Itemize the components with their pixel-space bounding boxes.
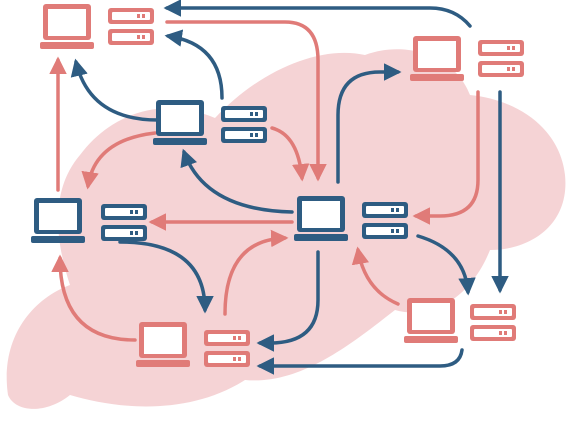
laptop-icon: [136, 322, 190, 367]
connections: [49, 0, 509, 375]
server-icon: [108, 8, 154, 45]
laptop-icon: [31, 198, 85, 243]
arrow-topright-to-topleft: [163, 0, 472, 28]
laptop-icon: [153, 100, 207, 145]
arrow-bottomcenter-to-center: [223, 229, 289, 316]
arrow-center-to-bottomcenter: [256, 250, 320, 352]
arrow-uppercenter-to-center: [270, 126, 310, 182]
arrow-bottomright-to-center: [351, 246, 400, 306]
arrow-center-to-bottomright: [416, 234, 476, 296]
laptop-icon: [40, 4, 94, 49]
arrow-uppercenter-to-midleft: [81, 131, 157, 190]
laptop-icon: [404, 298, 458, 343]
arrow-center-to-topright: [336, 63, 402, 184]
arrow-uppercenter-to-topleft-servers: [164, 29, 224, 100]
background-blob: [6, 49, 566, 409]
arrow-midleft-to-bottomcenter: [118, 240, 214, 314]
arrow-uppercenter-to-topleft: [70, 58, 160, 122]
arrow-topleft-to-center: [165, 20, 327, 182]
arrow-center-to-uppercenter: [180, 148, 294, 214]
arrow-bottomright-to-bottomcenter: [256, 348, 464, 375]
arrow-bottomcenter-to-midleft: [51, 254, 137, 342]
node-top-left: [40, 4, 154, 49]
laptop-icon: [410, 36, 464, 81]
node-bottom-right: [404, 298, 516, 343]
node-top-right: [410, 36, 524, 81]
laptop-icon: [294, 196, 348, 241]
server-icon: [470, 304, 516, 341]
server-icon: [478, 40, 524, 77]
arrow-topright-to-center: [412, 90, 480, 225]
